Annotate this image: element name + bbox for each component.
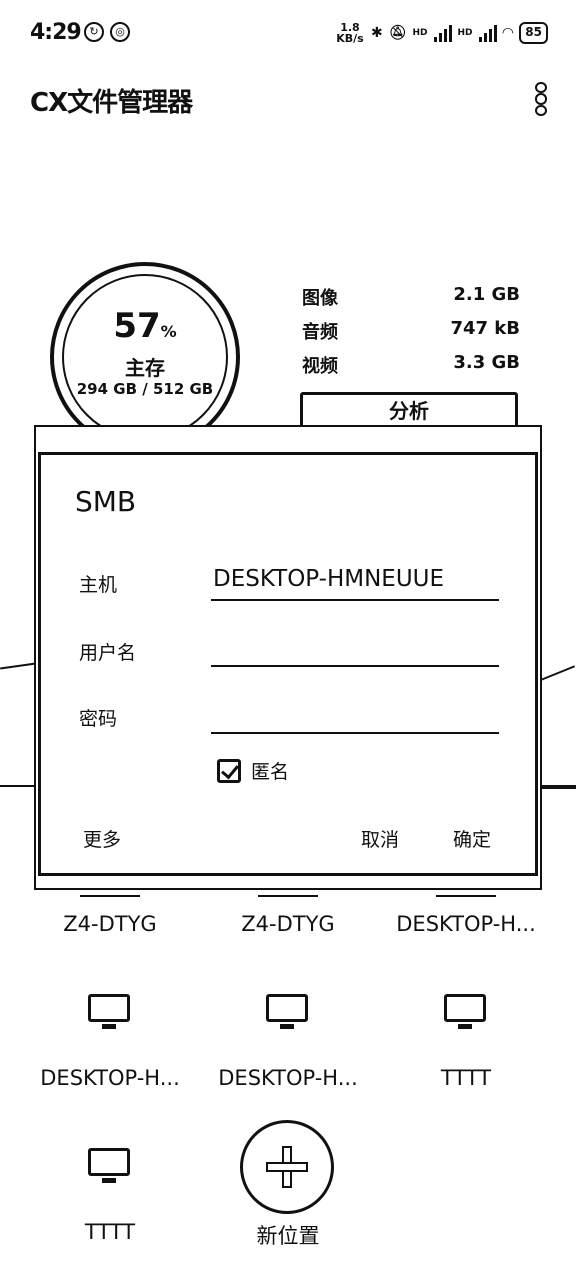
location-label[interactable]: DESKTOP-H... (396, 912, 536, 936)
username-label: 用户名 (79, 642, 137, 664)
status-bar: 4:29 ↻ ◎ 1.8 KB/s ✱ 🔕︎ HD HD ◠ 85 (0, 0, 576, 70)
background-curve-left (0, 662, 36, 670)
app-title: CX文件管理器 (30, 88, 193, 118)
password-label: 密码 (79, 708, 118, 730)
background-curve-right (540, 665, 576, 681)
location-label[interactable]: TTTT (440, 1066, 492, 1090)
sync-icon: ↻ (84, 22, 104, 42)
computer-icon[interactable] (266, 994, 308, 1030)
username-input[interactable] (211, 625, 499, 667)
anonymous-toggle[interactable]: 匿名 (217, 757, 289, 784)
anonymous-label: 匿名 (251, 761, 290, 783)
background-line-left (0, 785, 36, 787)
ok-button[interactable]: 确定 (453, 829, 492, 851)
wifi-icon: ◠ (502, 25, 514, 41)
partial-icon-edge (436, 895, 496, 897)
computer-icon[interactable] (444, 994, 486, 1030)
battery-icon: 85 (519, 22, 548, 44)
location-label[interactable]: DESKTOP-H... (218, 1066, 358, 1090)
dialog-title: SMB (75, 485, 137, 518)
network-speed: 1.8 KB/s (336, 21, 364, 45)
signal-icon-1 (433, 24, 452, 42)
bluetooth-icon: ✱ (370, 25, 383, 41)
notification-icon: ◎ (110, 22, 130, 42)
location-label[interactable]: DESKTOP-H... (40, 1066, 180, 1090)
host-label: 主机 (79, 574, 118, 596)
more-options-icon[interactable] (534, 82, 548, 116)
password-input[interactable] (211, 692, 499, 734)
network-type-2: HD (457, 28, 473, 38)
background-line-right (540, 785, 576, 789)
status-time: 4:29 (30, 20, 82, 45)
plus-icon (266, 1146, 308, 1188)
network-type-1: HD (412, 28, 428, 38)
location-label[interactable]: TTTT (84, 1220, 136, 1244)
cancel-button[interactable]: 取消 (361, 829, 400, 851)
computer-icon[interactable] (88, 1148, 130, 1184)
mute-icon: 🔕︎ (388, 25, 407, 41)
anonymous-checkbox[interactable] (217, 758, 241, 783)
new-location-label[interactable]: 新位置 (256, 1224, 320, 1248)
storage-percent: 57% (113, 306, 177, 346)
more-button[interactable]: 更多 (83, 829, 122, 851)
location-label[interactable]: Z4-DTYG (63, 912, 157, 936)
location-label[interactable]: Z4-DTYG (241, 912, 335, 936)
partial-icon-edge (80, 895, 140, 897)
storage-size: 294 GB / 512 GB (76, 380, 214, 398)
partial-icon-edge (258, 895, 318, 897)
add-location-button[interactable] (240, 1120, 334, 1214)
storage-label: 主存 (125, 356, 165, 380)
host-input[interactable] (211, 559, 499, 601)
computer-icon[interactable] (88, 994, 130, 1030)
smb-dialog: SMB 主机 用户名 密码 匿名 更多 取消 确定 (38, 452, 538, 876)
storage-ring[interactable]: 57% 主存 294 GB / 512 GB (50, 262, 240, 452)
signal-icon-2 (478, 24, 497, 42)
status-right-icons: 1.8 KB/s ✱ 🔕︎ HD HD ◠ 85 (335, 20, 548, 46)
